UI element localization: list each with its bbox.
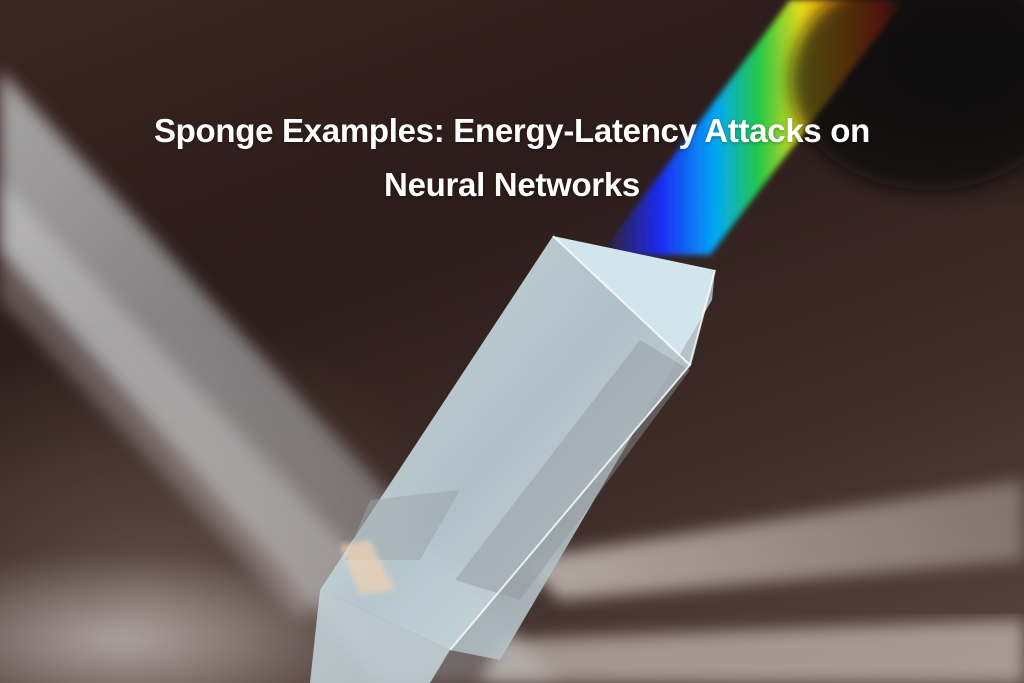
- title-line-2: Neural Networks: [384, 166, 640, 204]
- title-line-1: Sponge Examples: Energy-Latency Attacks …: [153, 112, 871, 150]
- article-title: Sponge Examples: Energy-Latency Attacks …: [0, 104, 1024, 212]
- light-beam-right: [520, 480, 1024, 600]
- glass-prism: [310, 235, 716, 683]
